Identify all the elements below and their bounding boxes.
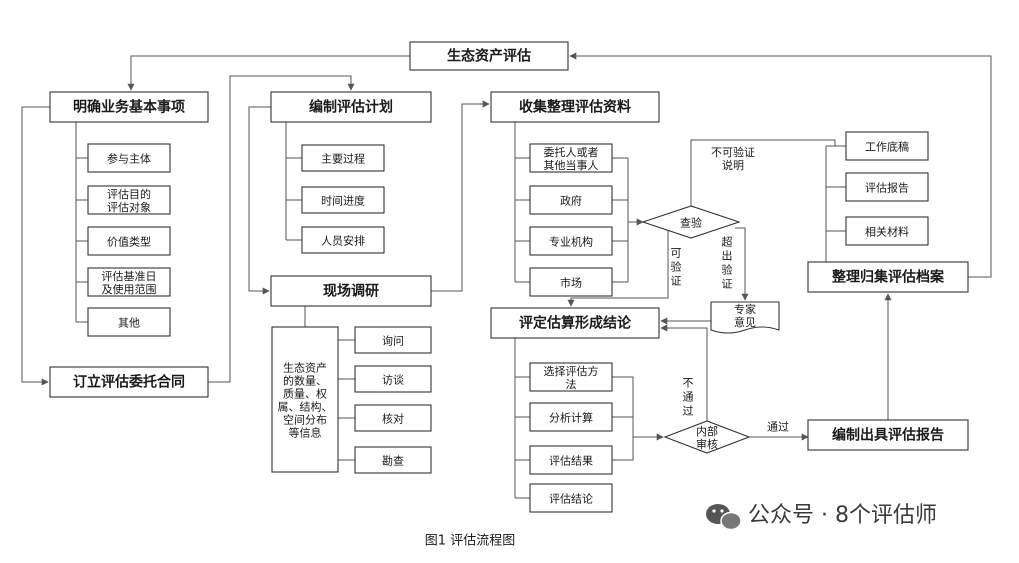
survey-to-collect (431, 100, 490, 292)
site-item-3-label: 勘查 (382, 454, 404, 468)
unverifiable-note: 不可验证说明 (711, 145, 755, 172)
site-info-box (271, 326, 339, 473)
evaluate-item-0-label: 选择评估方法 (544, 364, 599, 391)
node-ecological-asset-assessment-label: 生态资产评估 (447, 48, 531, 65)
node-evaluate-conclude-label: 评定估算形成结论 (519, 315, 632, 332)
node-issue-report-label: 编制出具评估报告 (832, 427, 944, 444)
node-evaluate-conclude (490, 307, 660, 339)
collect-item-2-label: 专业机构 (549, 235, 593, 249)
archive-item-2 (845, 216, 929, 246)
expert-opinion-doc (710, 301, 780, 334)
evaluate-item-3 (529, 483, 613, 513)
evaluate-item-1 (529, 402, 613, 432)
watermark-text: 公众号 · 8个评估师 (748, 503, 937, 528)
node-collect-materials (490, 91, 660, 123)
plan-item-2-label: 人员安排 (321, 234, 365, 248)
plan-item-1-label: 时间进度 (321, 194, 365, 208)
plan-item-0-label: 主要过程 (321, 153, 365, 166)
ming-item-1 (87, 185, 171, 215)
archive-item-1 (845, 172, 929, 202)
node-site-survey-label: 现场调研 (323, 284, 379, 300)
wechat-icon (706, 504, 742, 531)
node-prepare-plan (270, 91, 432, 123)
site-item-1-label: 访谈 (382, 374, 404, 387)
node-collect-materials-label: 收集整理评估资料 (519, 99, 631, 116)
collect-item-3-label: 市场 (560, 276, 582, 290)
site-item-1 (354, 365, 432, 393)
ming-item-4 (87, 307, 171, 337)
beyond-line (735, 227, 749, 301)
node-sign-contract-label: 订立评估委托合同 (73, 374, 185, 391)
diagram-nodes (49, 41, 969, 531)
collect-item-1-label: 政府 (560, 194, 582, 208)
ming-item-0-label: 参与主体 (107, 152, 151, 166)
beyond-note: 超出验证 (722, 235, 733, 291)
review-fail-note: 不通过 (683, 377, 694, 418)
archive-to-title (569, 52, 992, 278)
archive-item-0 (845, 131, 929, 161)
collect-item-0 (529, 143, 613, 173)
evaluate-join-a (612, 376, 634, 461)
archive-item-2-label: 相关材料 (865, 225, 909, 239)
node-sign-contract (49, 366, 209, 398)
check-label: 查验 (680, 216, 702, 230)
verifiable-note: 可验证 (671, 247, 682, 288)
ming-item-2-label: 价值类型 (107, 235, 151, 249)
archive-item-0-label: 工作底稿 (865, 140, 909, 154)
verifiable-line (567, 230, 669, 307)
node-issue-report (807, 419, 969, 451)
site-item-3 (354, 446, 432, 474)
node-clarify-basics (49, 91, 209, 123)
node-archive-label: 整理归集评估档案 (831, 269, 945, 286)
plan-item-2 (301, 226, 385, 254)
ming-item-4-label: 其他 (118, 317, 140, 330)
clarify-to-contract (21, 106, 50, 386)
connector-lines (21, 52, 992, 499)
site-item-2-label: 核对 (382, 412, 404, 426)
plan-item-0 (301, 144, 385, 172)
review-fail-line (660, 324, 708, 421)
plan-to-survey (248, 106, 271, 295)
node-prepare-plan-label: 编制评估计划 (309, 99, 393, 116)
node-archive (807, 261, 969, 293)
site-item-2 (354, 404, 432, 432)
node-ecological-asset-assessment (409, 41, 569, 71)
ming-item-1-label: 评估目的评估对象 (107, 187, 151, 214)
evaluate-item-1-label: 分析计算 (549, 411, 593, 425)
node-site-survey (270, 275, 432, 307)
site-info-box-label: 生态资产的数量、质量、权属、结构、空间分布等信息 (278, 361, 333, 440)
contract-to-plan (208, 75, 355, 383)
review-diamond (663, 420, 751, 454)
review-label: 内部审核 (696, 424, 718, 451)
plan-item-1 (301, 186, 385, 214)
check-diamond (641, 205, 741, 239)
collect-item-1 (529, 185, 613, 215)
title-to-clarify (127, 55, 410, 91)
node-clarify-basics-label: 明确业务基本事项 (73, 99, 185, 116)
evaluate-item-2-label: 评估结果 (549, 455, 593, 468)
ming-item-3 (87, 267, 171, 297)
ming-item-0 (87, 143, 171, 173)
archive-item-1-label: 评估报告 (865, 181, 909, 195)
collect-item-3 (529, 267, 613, 297)
ming-item-3-label: 评估基准日及使用范围 (102, 270, 157, 296)
figure-caption: 图1 评估流程图 (425, 534, 515, 549)
collect-item-0-label: 委托人或者其他当事人 (544, 145, 599, 172)
evaluate-item-2 (529, 445, 613, 475)
review-pass-note: 通过 (767, 421, 789, 434)
expert-opinion-label: 专家意见 (734, 302, 756, 329)
evaluate-item-3-label: 评估结论 (549, 492, 593, 506)
site-item-0 (354, 326, 432, 354)
site-item-0-label: 询问 (382, 335, 404, 348)
collect-item-2 (529, 226, 613, 256)
unverifiable-line (690, 139, 836, 206)
evaluate-item-0 (529, 362, 613, 392)
ming-item-2 (87, 226, 171, 256)
